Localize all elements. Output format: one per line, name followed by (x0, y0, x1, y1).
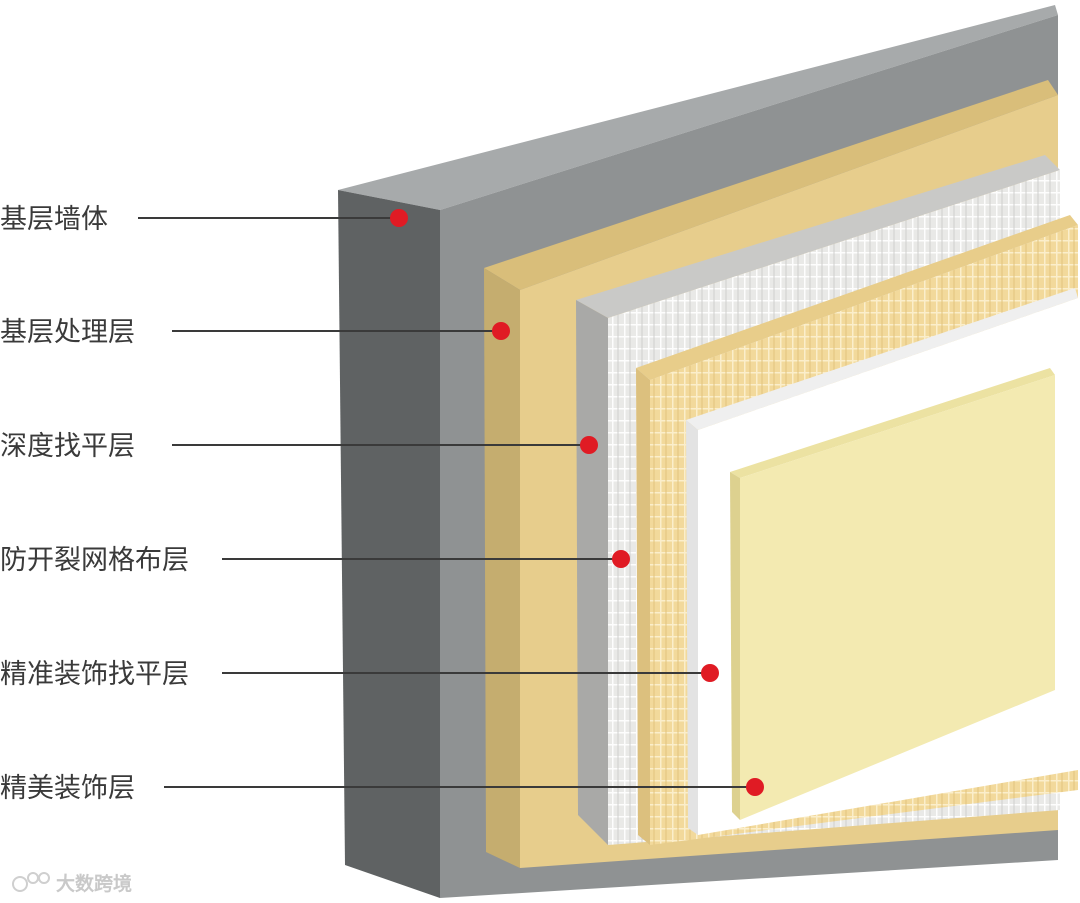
deep-leveling-top (576, 155, 1060, 318)
label-precise-leveling: 精准装饰找平层 (0, 659, 189, 690)
label-deep-leveling: 深度找平层 (0, 431, 135, 462)
anti-crack-mesh-front (636, 368, 650, 845)
precise-leveling-front (686, 420, 698, 835)
watermark-logo-icon (12, 872, 50, 892)
anti-crack-mesh-top (636, 215, 1078, 380)
watermark-text: 大数跨境 (56, 872, 132, 895)
marker-dot (580, 436, 598, 454)
label-anti-crack-mesh: 防开裂网格布层 (0, 545, 189, 576)
watermark: 大数跨境 (12, 872, 132, 895)
leaders (138, 209, 764, 796)
fine-decor-block (730, 368, 1055, 820)
label-base-wall: 基层墙体 (0, 204, 108, 235)
precise-leveling-top (686, 288, 1078, 430)
label-base-treatment: 基层处理层 (0, 317, 135, 348)
label-fine-decor: 精美装饰层 (0, 773, 135, 804)
marker-dot (701, 664, 719, 682)
layer-labels: 基层墙体 基层处理层 深度找平层 防开裂网格布层 精准装饰找平层 精美装饰层 (0, 204, 189, 804)
fine-decor-face (740, 375, 1055, 820)
base-wall-top (338, 5, 1058, 210)
fine-decor-top (730, 368, 1055, 478)
marker-dot (612, 550, 630, 568)
fine-decor-front (730, 472, 740, 820)
deep-leveling-front (576, 300, 608, 845)
marker-dot (390, 209, 408, 227)
base-treatment-front (484, 268, 520, 868)
marker-dot (492, 322, 510, 340)
marker-dot (746, 778, 764, 796)
base-treatment-top (484, 80, 1058, 290)
base-wall-front (338, 190, 440, 898)
